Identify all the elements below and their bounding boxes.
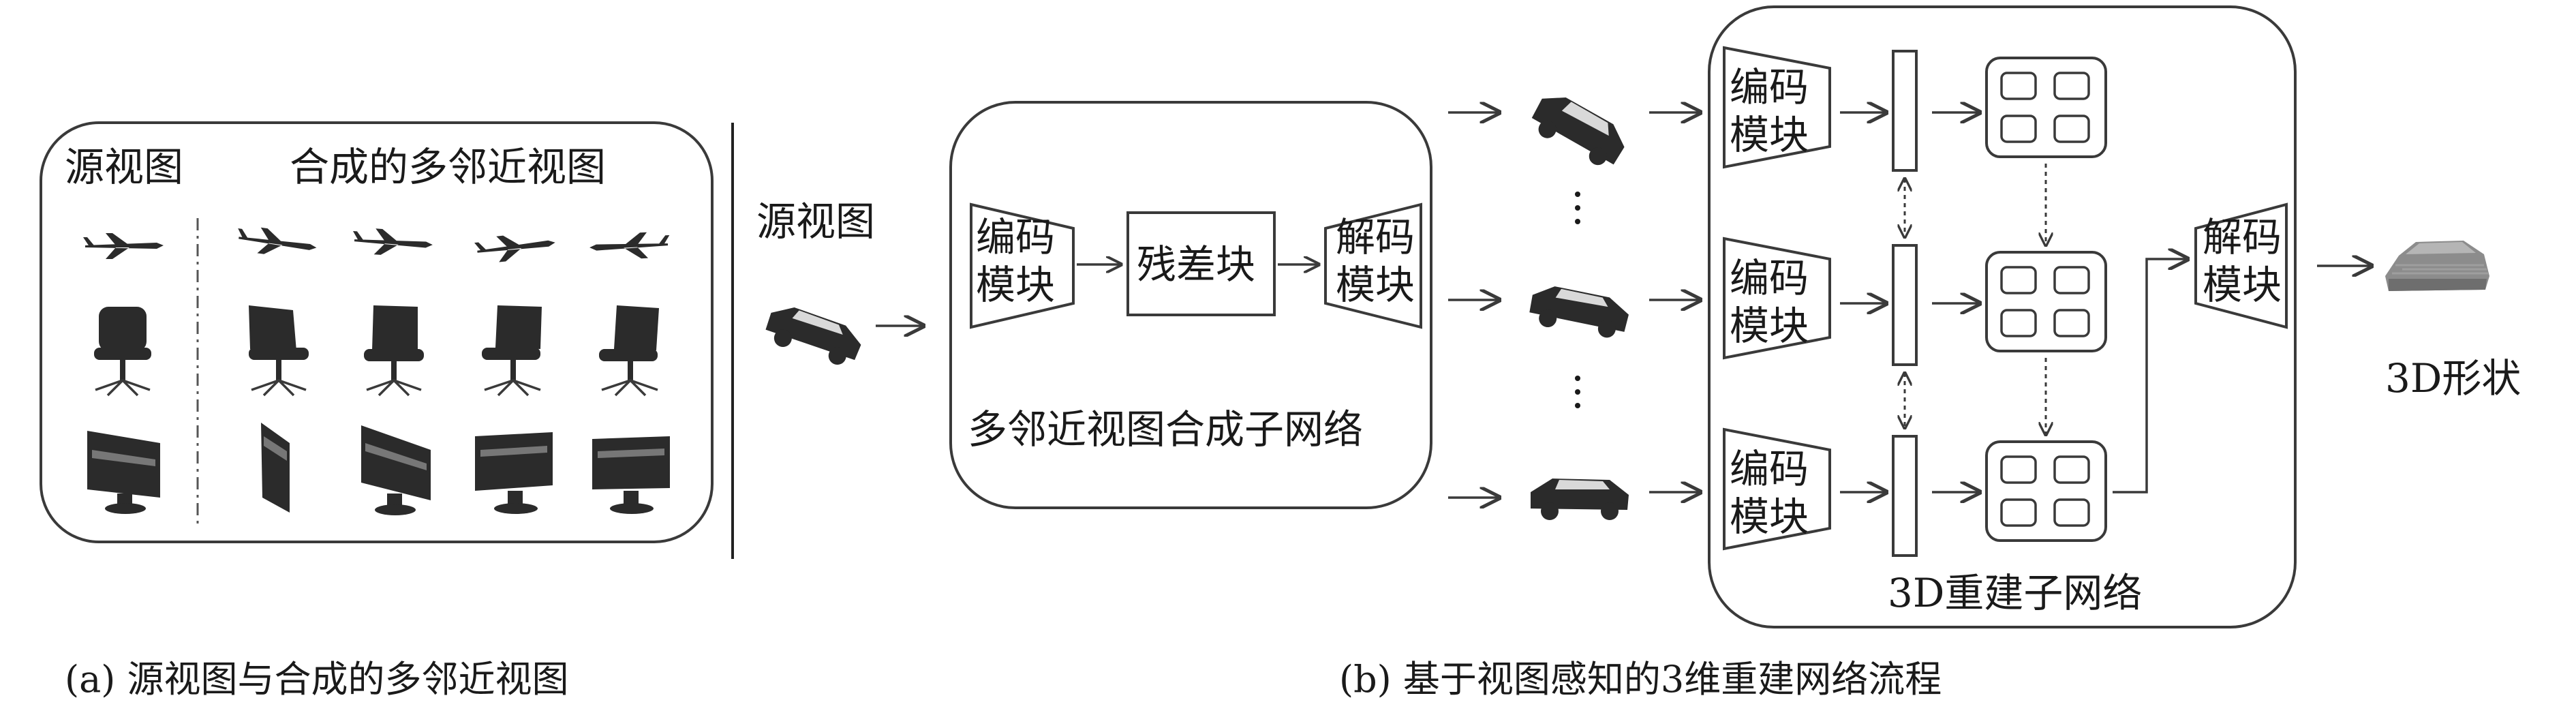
monitor-row [87, 423, 670, 515]
voxel-car-icon [2385, 241, 2489, 291]
airplane-row [83, 227, 670, 262]
arrow-lstm-to-decoder [2113, 259, 2188, 494]
recon-encoder-1-label-1: 编码 [1730, 64, 1809, 110]
panel-a-source-view-label: 源视图 [65, 144, 183, 190]
synth-decoder-label-1: 解码 [1336, 214, 1415, 260]
feature-vector-1 [1892, 50, 1918, 172]
panel-b-source-view-label: 源视图 [756, 198, 875, 245]
recon-encoder-3-label-2: 模块 [1730, 494, 1809, 540]
recon-decoder-label-1: 解码 [2203, 214, 2282, 260]
monitor-icon [592, 436, 670, 514]
chair-icon [364, 305, 424, 397]
recon-decoder [2194, 202, 2288, 329]
recon-encoder-3-label-1: 编码 [1730, 446, 1809, 492]
synth-encoder-trapezoid [970, 202, 1075, 329]
recon-encoder-2-label-2: 模块 [1730, 303, 1809, 349]
synth-encoder-label-1: 编码 [976, 214, 1055, 260]
chair-row [94, 305, 659, 397]
panel-b: 源视图 编码 模块 残差块 解码 模块 多邻近视图合成子网络 [756, 5, 2521, 628]
chair-icon [94, 307, 151, 397]
feature-vector-2 [1892, 244, 1918, 366]
synth-encoder-label-2: 模块 [976, 262, 1055, 308]
synth-car-view-3 [1531, 479, 1629, 520]
airplane-icon [474, 235, 555, 262]
synth-decoder-label-2: 模块 [1336, 262, 1415, 308]
panel-a: 源视图 合成的多邻近视图 [40, 121, 714, 543]
panel-a-frame [40, 121, 714, 543]
feature-vector-3 [1892, 435, 1918, 557]
synthesis-subnet-label: 多邻近视图合成子网络 [968, 406, 1363, 453]
recon-encoder-2 [1723, 237, 1831, 360]
output-3d-shape-label: 3D形状 [2385, 355, 2521, 401]
airplane-icon [352, 228, 433, 255]
monitor-icon [475, 432, 553, 514]
synth-decoder-trapezoid [1324, 202, 1422, 329]
monitor-icon [361, 425, 431, 515]
recon-encoder-3 [1723, 427, 1831, 551]
airplane-icon [589, 232, 670, 259]
airplane-icon [83, 233, 164, 259]
airplane-icon [238, 227, 317, 254]
recon-encoder-2-label-1: 编码 [1730, 255, 1809, 301]
monitor-icon [261, 423, 290, 513]
recon-encoder-1 [1723, 46, 1831, 169]
chair-icon [482, 305, 542, 397]
lstm-cell-grid-2 [1985, 251, 2107, 352]
synthesis-subnet-frame [949, 101, 1432, 509]
chair-icon [249, 305, 309, 397]
residual-block-label: 残差块 [1137, 241, 1255, 288]
lstm-cell-grid-1 [1985, 57, 2107, 158]
lstm-cell-grid-3 [1985, 440, 2107, 542]
source-car-icon [765, 307, 861, 365]
recon-encoder-1-label-2: 模块 [1730, 112, 1809, 158]
vertical-ellipsis [1575, 192, 1580, 408]
residual-block [1126, 211, 1276, 316]
panel-a-synth-views-label: 合成的多邻近视图 [290, 144, 606, 190]
monitor-icon [87, 431, 160, 514]
caption-b: (b) 基于视图感知的3维重建网络流程 [1339, 658, 1942, 701]
synth-car-view-1 [1531, 97, 1625, 166]
synth-car-view-2 [1529, 286, 1629, 338]
recon-subnet-frame [1708, 5, 2297, 628]
recon-decoder-label-2: 模块 [2203, 262, 2282, 308]
chair-icon [599, 305, 659, 397]
caption-a: (a) 源视图与合成的多邻近视图 [65, 658, 569, 701]
recon-subnet-label: 3D重建子网络 [1888, 570, 2142, 616]
